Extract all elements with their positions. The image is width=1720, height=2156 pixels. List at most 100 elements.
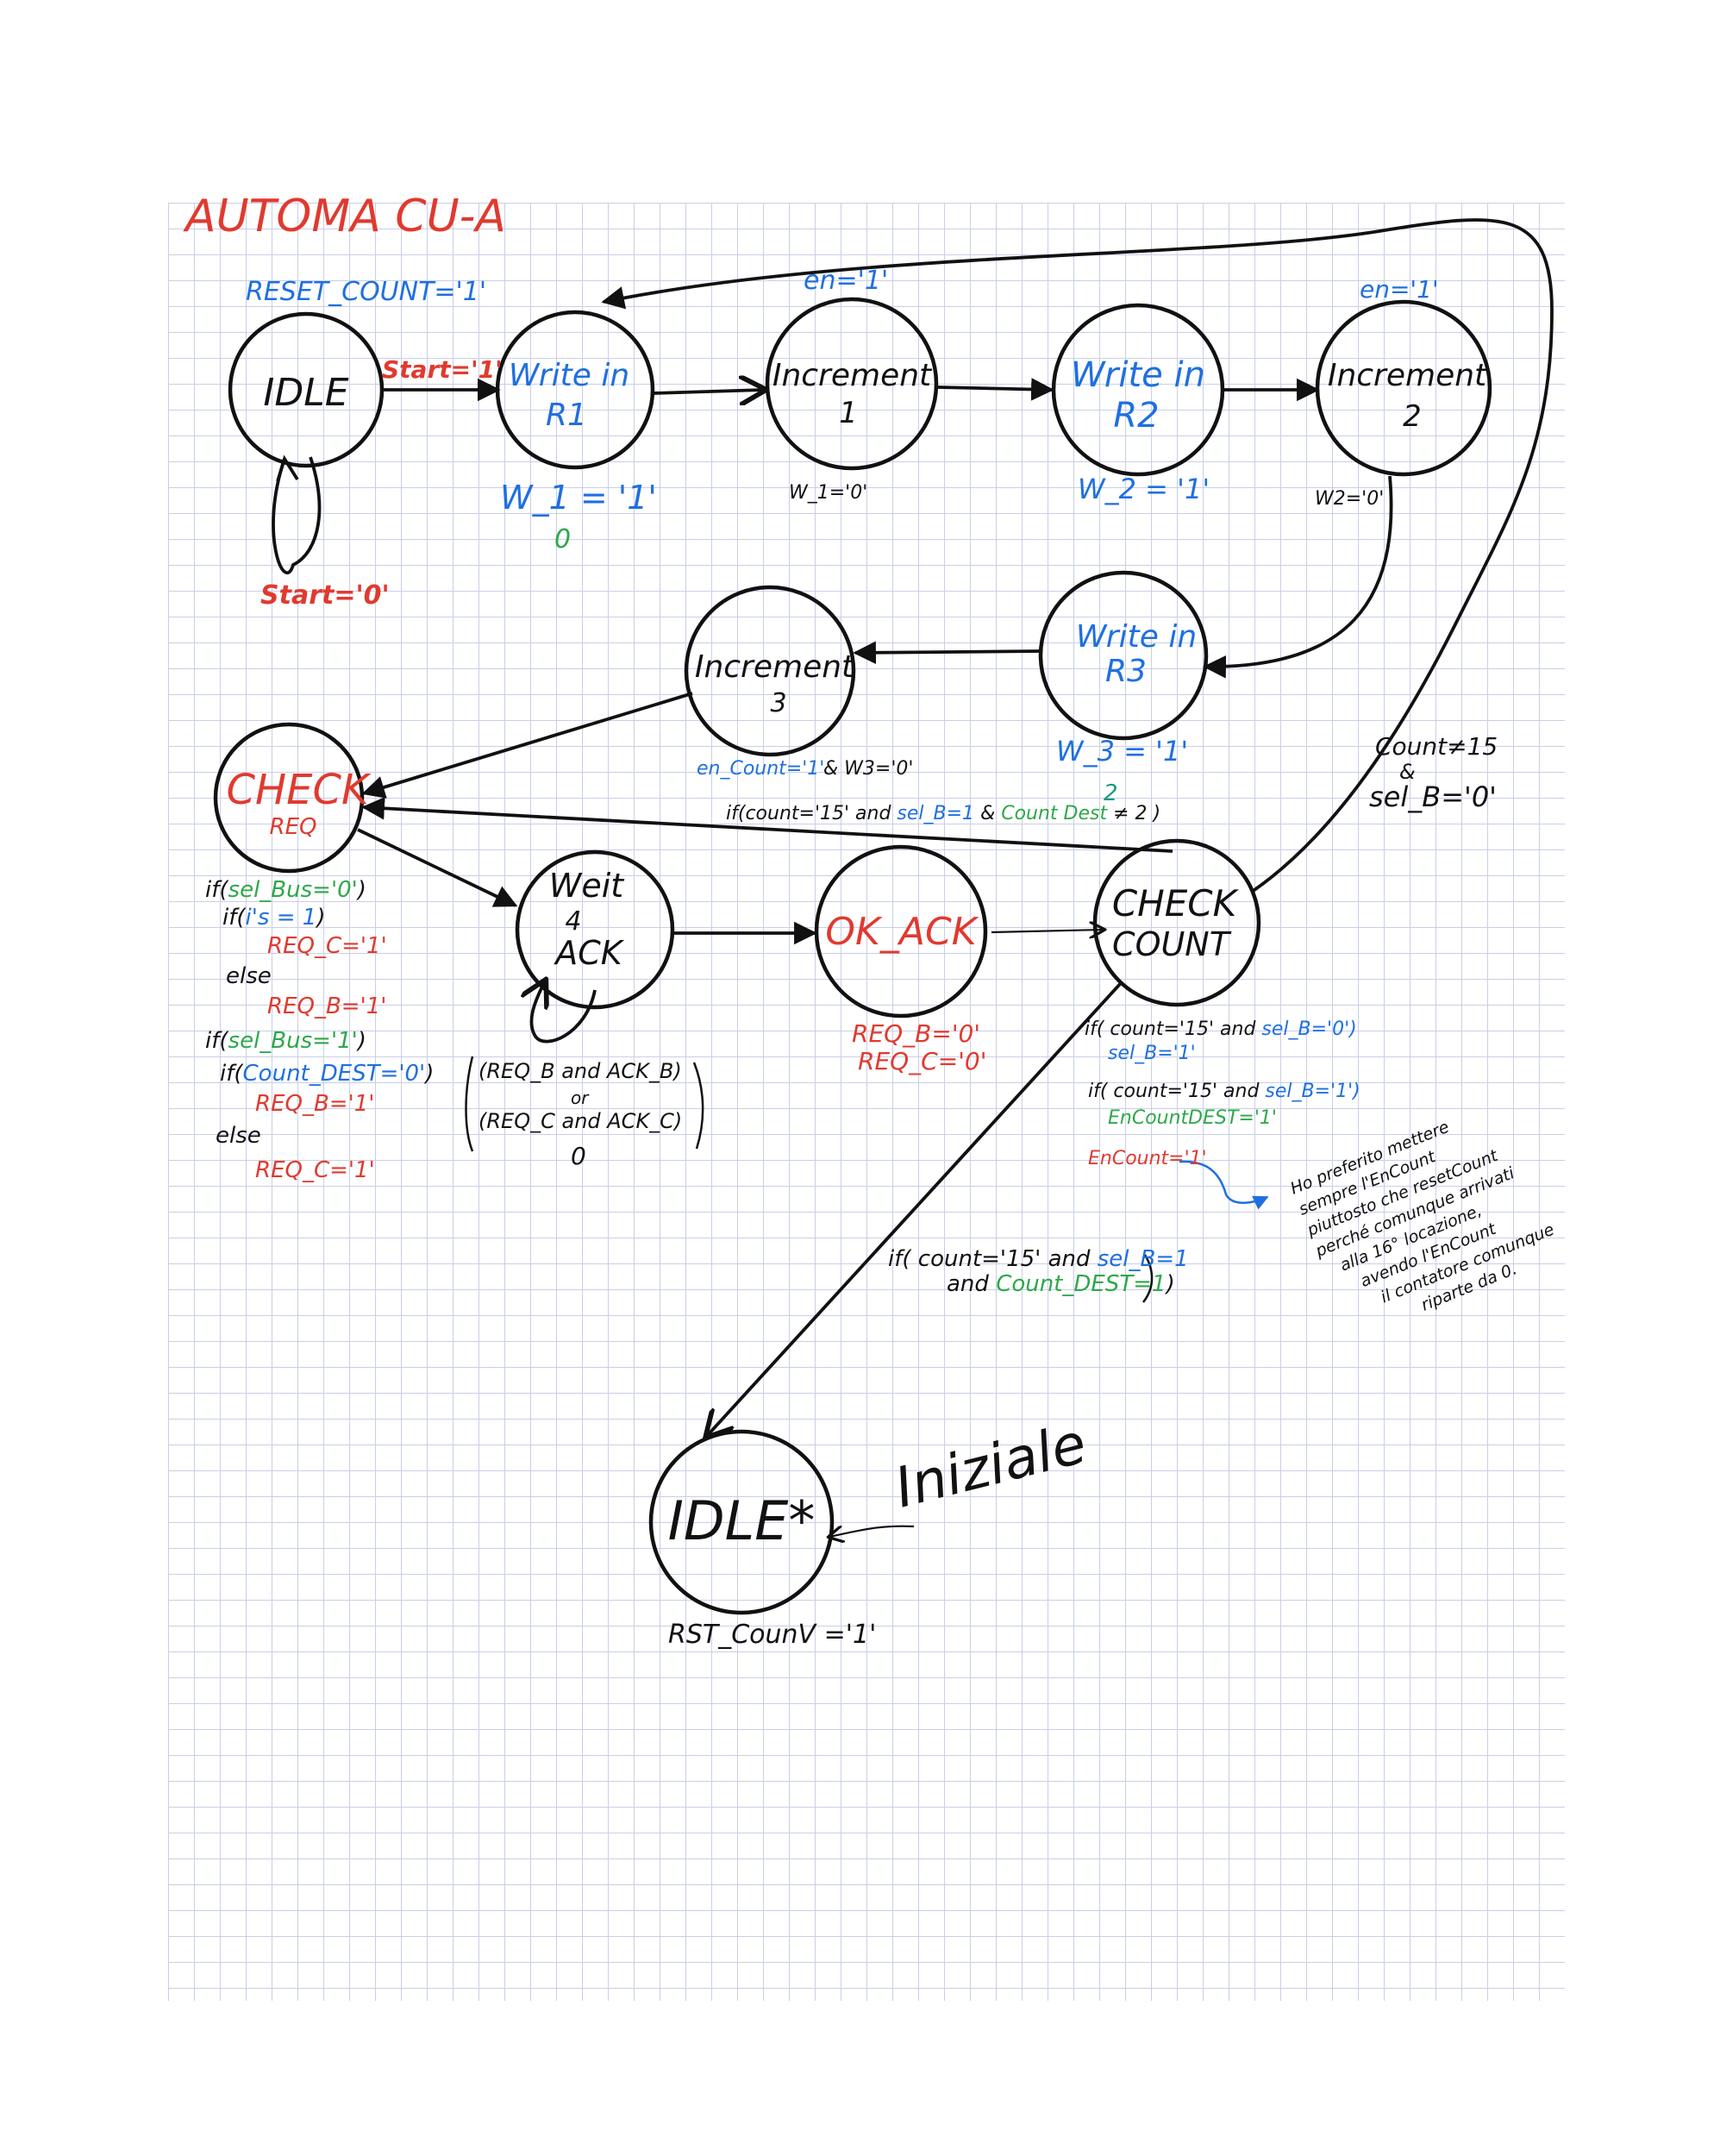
bracket-right [692, 1062, 704, 1150]
state-increment-3-line1: Increment [695, 649, 855, 685]
wait-ack-condition: (REQ_B and ACK_B) or (REQ_C and ACK_C) 0 [478, 1059, 682, 1170]
label-start-0: Start='0' [260, 580, 390, 611]
edge-iniziale-to-idlestar [829, 1525, 915, 1537]
label-rst-count: RST_CounV ='1' [668, 1620, 876, 1650]
label-loop-cond-1: Count≠15 [1375, 732, 1498, 761]
req-rule-2: if(i's = 1) [222, 905, 325, 931]
edge-write3-to-inc3 [853, 641, 1042, 665]
edge-okack-to-checkcount [991, 930, 1104, 932]
state-check-count-line2: COUNT [1112, 925, 1232, 963]
label-w3-number: 2 [1104, 780, 1118, 806]
final-cond-line1: if( count='15' and sel_B=1 [888, 1246, 1189, 1272]
label-back-cond-b: sel_B=1 [897, 803, 974, 824]
check-req-rules: if(sel_Bus='0') if(i's = 1) REQ_C='1' el… [205, 877, 434, 1183]
state-check-count-line1: CHECK [1112, 882, 1240, 924]
edge-idle-self-loop-head [276, 454, 299, 482]
cc-rule-2: sel_B='1' [1108, 1043, 1196, 1064]
label-back-cond-e: ≠ 2 ) [1113, 803, 1160, 824]
edge-inc3-to-checkreq [361, 692, 693, 799]
diagram-title: AUTOMA CU-A [183, 191, 506, 242]
state-wait-ack-line2: 4 [565, 906, 581, 937]
state-idle-initial[interactable]: IDLE* [648, 1429, 835, 1615]
state-wait-ack-line3: ACK [553, 934, 625, 972]
label-back-cond-c: & [980, 803, 1001, 824]
state-write-in-r3[interactable]: Write in R3 [1038, 570, 1209, 741]
label-w1-0: W_1='0' [789, 482, 867, 504]
state-wait-ack-line1: Weit [549, 867, 626, 905]
final-cond-line2: and Count_DEST=1) [947, 1271, 1175, 1297]
ack-cond-line3: (REQ_C and ACK_C) [478, 1109, 682, 1133]
state-increment-2-line1: Increment [1328, 358, 1488, 393]
state-increment-2-line2: 2 [1403, 399, 1422, 434]
edge-checkcount-to-checkreq [361, 797, 1173, 853]
req-rule-6: if(sel_Bus='1') [205, 1028, 366, 1054]
req-rule-10: REQ_C='1' [255, 1157, 375, 1183]
label-w2-0: W2='0' [1315, 488, 1384, 510]
cc-rule-1: if( count='15' and sel_B='0') [1085, 1018, 1357, 1040]
ack-cond-line1: (REQ_B and ACK_B) [478, 1059, 682, 1083]
cc-rule-5: EnCount='1' [1088, 1148, 1207, 1169]
state-increment-3-line2: 3 [770, 688, 786, 718]
bracket-left [465, 1056, 474, 1152]
label-reset-count: RESET_COUNT='1' [246, 277, 486, 307]
note-pointer-arrow [1179, 1160, 1269, 1210]
check-count-rules: if( count='15' and sel_B='0') sel_B='1' … [1085, 1018, 1360, 1169]
state-ok-ack[interactable]: OK_ACK [814, 844, 988, 1018]
state-increment-1-line2: 1 [839, 396, 858, 430]
label-back-cond-d: Count Dest [1001, 803, 1108, 824]
label-w3-1: W_3 = '1' [1056, 735, 1188, 768]
state-idle-initial-label: IDLE* [668, 1489, 816, 1552]
edge-idle-self-loop [272, 456, 322, 574]
state-check-req[interactable]: CHECK REQ [213, 722, 372, 874]
state-write-in-r2-line2: R2 [1113, 396, 1159, 436]
state-wait-ack[interactable]: Weit 4 ACK [515, 849, 675, 1010]
label-en-1-inc2: en='1' [1360, 275, 1439, 304]
label-iniziale: Iniziale [889, 1412, 1092, 1520]
label-back-cond-a: if(count='15' and [726, 803, 897, 824]
state-write-in-r3-line2: R3 [1105, 654, 1147, 689]
ok-ack-out-2: REQ_C='0' [858, 1047, 986, 1075]
label-w2-1: W_2 = '1' [1078, 473, 1210, 505]
edge-checkcount-to-idlestar [707, 981, 1123, 1436]
label-loop-cond-2: & [1399, 760, 1416, 784]
state-write-in-r1[interactable]: Write in R1 [495, 310, 655, 470]
state-check-req-line1: CHECK [227, 766, 372, 814]
label-w1-number: 0 [554, 524, 571, 555]
edge-checkreq-to-wait [357, 828, 518, 907]
state-increment-3[interactable]: Increment 3 [684, 585, 856, 757]
edge-wait-self-loop [531, 981, 597, 1044]
state-increment-1-line1: Increment [772, 358, 933, 393]
req-rule-7: if(Count_DEST='0') [220, 1061, 434, 1087]
ok-ack-out-1: REQ_B='0' [852, 1019, 980, 1048]
label-en-count: en_Count='1' [697, 758, 824, 780]
label-w1-1: W_1 = '1' [500, 479, 657, 517]
state-idle[interactable]: IDLE [228, 311, 385, 468]
state-increment-2[interactable]: Increment 2 [1315, 299, 1492, 477]
ack-cond-line4: 0 [571, 1142, 586, 1170]
state-increment-1[interactable]: Increment 1 [765, 297, 939, 471]
label-start-1: Start='1' [382, 355, 503, 384]
state-write-in-r3-line1: Write in [1076, 619, 1197, 655]
final-cond-bracket [1142, 1254, 1154, 1303]
req-rule-5: REQ_B='1' [267, 993, 386, 1019]
cc-rule-4: EnCountDEST='1' [1108, 1107, 1277, 1129]
grid-paper-background [168, 203, 1565, 2001]
edge-write1-to-inc1 [652, 390, 764, 393]
edge-inc2-to-write3 [1203, 475, 1393, 679]
state-ok-ack-label: OK_ACK [825, 910, 979, 954]
side-note: Ho preferito mettere sempre l'EnCount pi… [1288, 1118, 1557, 1315]
req-rule-1: if(sel_Bus='0') [205, 877, 366, 903]
req-rule-3: REQ_C='1' [267, 933, 387, 959]
state-write-in-r1-line1: Write in [509, 358, 629, 393]
state-write-in-r2-line1: Write in [1071, 355, 1205, 395]
label-loop-cond-3: sel_B='0' [1369, 780, 1497, 813]
req-rule-4: else [226, 963, 272, 989]
label-w3-0: & W3='0' [823, 758, 913, 780]
state-write-in-r2[interactable]: Write in R2 [1051, 303, 1225, 477]
label-back-to-check-req: if(count='15' and sel_B=1 & Count Dest ≠… [726, 803, 1160, 824]
cc-rule-3: if( count='15' and sel_B='1') [1088, 1081, 1360, 1102]
state-check-count[interactable]: CHECK COUNT [1092, 838, 1261, 1007]
edge-checkcount-to-write1 [601, 218, 1554, 893]
edge-inc1-to-write2 [937, 378, 1054, 401]
state-check-req-line2: REQ [270, 814, 317, 840]
